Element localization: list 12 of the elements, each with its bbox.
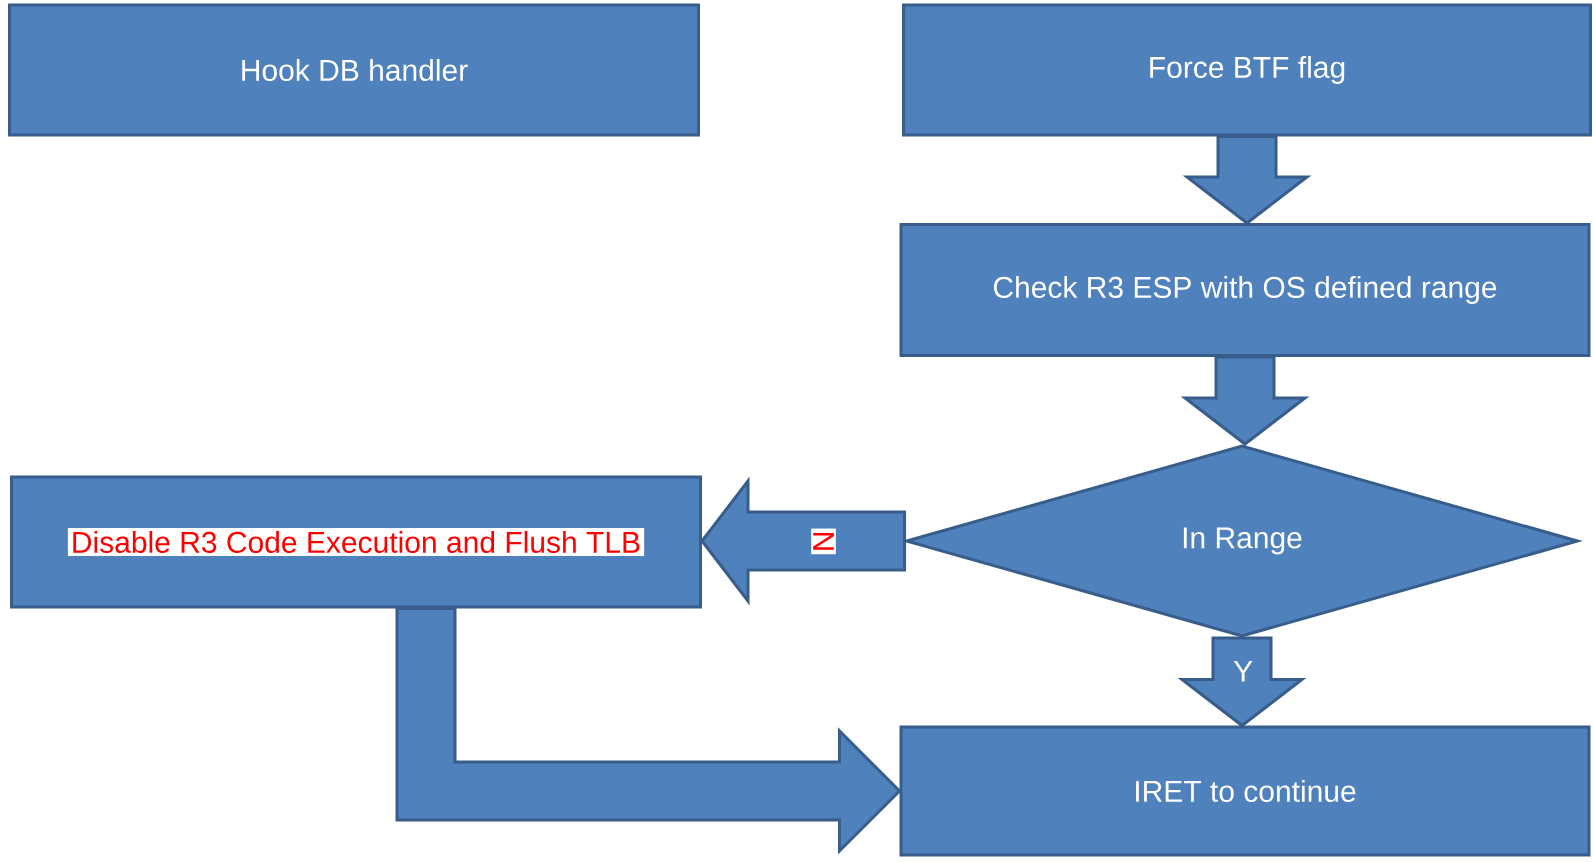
- block-arrow: [1177, 636, 1307, 728]
- block-arrow: [395, 607, 902, 855]
- block-arrow: [700, 476, 906, 606]
- edge-label: N: [811, 528, 836, 555]
- process-box: Force BTF flag: [902, 3, 1592, 137]
- block-arrow: [1180, 355, 1310, 446]
- block-arrow: [1182, 135, 1312, 225]
- process-box: Hook DB handler: [8, 3, 700, 137]
- process-box: IRET to continue: [899, 725, 1591, 857]
- edge-label: Y: [1231, 658, 1256, 684]
- process-box: Disable R3 Code Execution and Flush TLB: [10, 475, 702, 609]
- process-box: Check R3 ESP with OS defined range: [899, 223, 1591, 357]
